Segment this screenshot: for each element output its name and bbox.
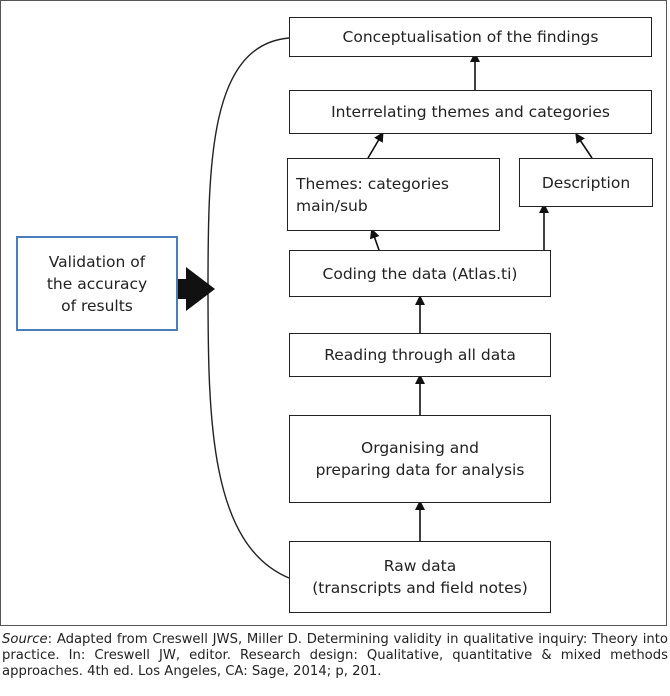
validation-box: Validation of the accuracy of results — [16, 236, 178, 331]
figure-caption: Source: Adapted from Creswell JWS, Mille… — [2, 632, 668, 680]
arrow-description-to-interrelating — [575, 132, 593, 159]
raw-data-box: Raw data (transcripts and field notes) — [289, 541, 551, 613]
figure-frame — [0, 0, 667, 626]
organising-box: Organising and preparing data for analys… — [289, 415, 551, 503]
source-label: Source — [2, 632, 48, 647]
bracket-curve — [207, 37, 290, 579]
themes-box: Themes: categories main/sub — [287, 158, 500, 231]
conceptualisation-box: Conceptualisation of the findings — [289, 17, 652, 57]
description-box: Description — [519, 158, 653, 207]
interrelating-box: Interrelating themes and categories — [289, 90, 652, 134]
caption-text: : Adapted from Creswell JWS, Miller D. D… — [2, 632, 668, 679]
arrow-coding-to-themes — [369, 228, 380, 251]
reading-box: Reading through all data — [289, 333, 551, 377]
coding-box: Coding the data (Atlas.ti) — [289, 250, 551, 297]
arrow-themes-to-interrelating — [367, 131, 384, 159]
validation-arrow — [178, 267, 215, 311]
flow-diagram — [178, 37, 593, 579]
